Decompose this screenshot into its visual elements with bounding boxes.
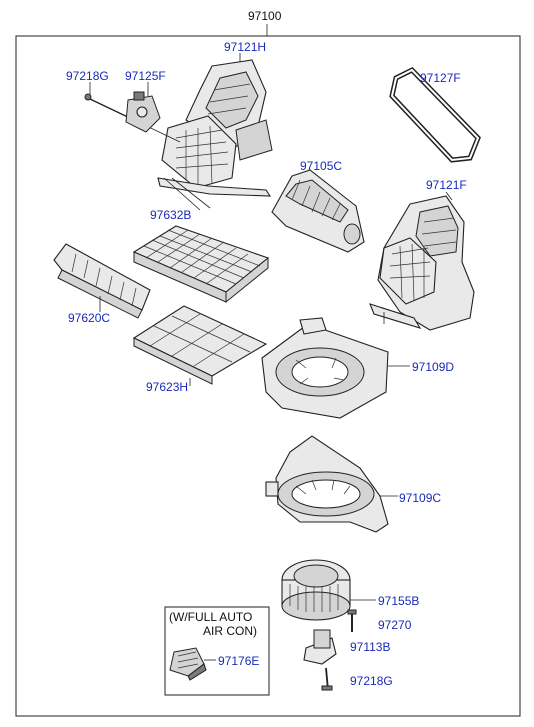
actuator-97125F[interactable] (125, 82, 161, 133)
label-97218G-bottom[interactable]: 97218G (350, 674, 393, 688)
inset-note-line2: AIR CON) (203, 624, 257, 638)
label-97125F[interactable]: 97125F (125, 69, 166, 83)
label-97155B[interactable]: 97155B (378, 594, 420, 608)
filter-cover-97620C[interactable] (53, 243, 151, 319)
label-97100: 97100 (248, 9, 282, 23)
label-97121F[interactable]: 97121F (426, 178, 467, 192)
blower-motor-97155B[interactable] (281, 559, 376, 621)
inset-box (164, 606, 270, 696)
intake-duct-97105C[interactable] (271, 169, 365, 253)
case-97121F[interactable] (369, 191, 475, 331)
bracket-97113B[interactable] (303, 629, 337, 665)
label-97632B[interactable]: 97632B (150, 208, 192, 222)
label-97623H[interactable]: 97623H (146, 380, 189, 394)
bolt-97218G-bottom[interactable] (321, 667, 333, 691)
label-97121H[interactable]: 97121H (224, 40, 267, 54)
filter-frame-97623H[interactable] (132, 305, 268, 386)
label-97176E[interactable]: 97176E (218, 654, 260, 668)
upper-case-97121H[interactable] (157, 53, 273, 211)
label-97105C[interactable]: 97105C (300, 159, 343, 173)
resistor-97176E[interactable] (169, 647, 216, 681)
blower-case-97109D[interactable] (261, 317, 410, 419)
screw-97270[interactable] (347, 609, 357, 632)
label-97109D[interactable]: 97109D (412, 360, 455, 374)
assembly-frame (15, 24, 521, 717)
label-97218G-top[interactable]: 97218G (66, 69, 109, 83)
label-97270[interactable]: 97270 (378, 618, 412, 632)
seal-97127F[interactable] (389, 66, 481, 163)
blower-case-97109C[interactable] (265, 435, 398, 533)
inset-note-line1: (W/FULL AUTO (169, 610, 253, 624)
label-97127F[interactable]: 97127F (420, 71, 461, 85)
label-97620C[interactable]: 97620C (68, 311, 111, 325)
filter-97632B[interactable] (132, 225, 270, 304)
label-97113B[interactable]: 97113B (350, 640, 391, 654)
label-97109C[interactable]: 97109C (399, 491, 442, 505)
